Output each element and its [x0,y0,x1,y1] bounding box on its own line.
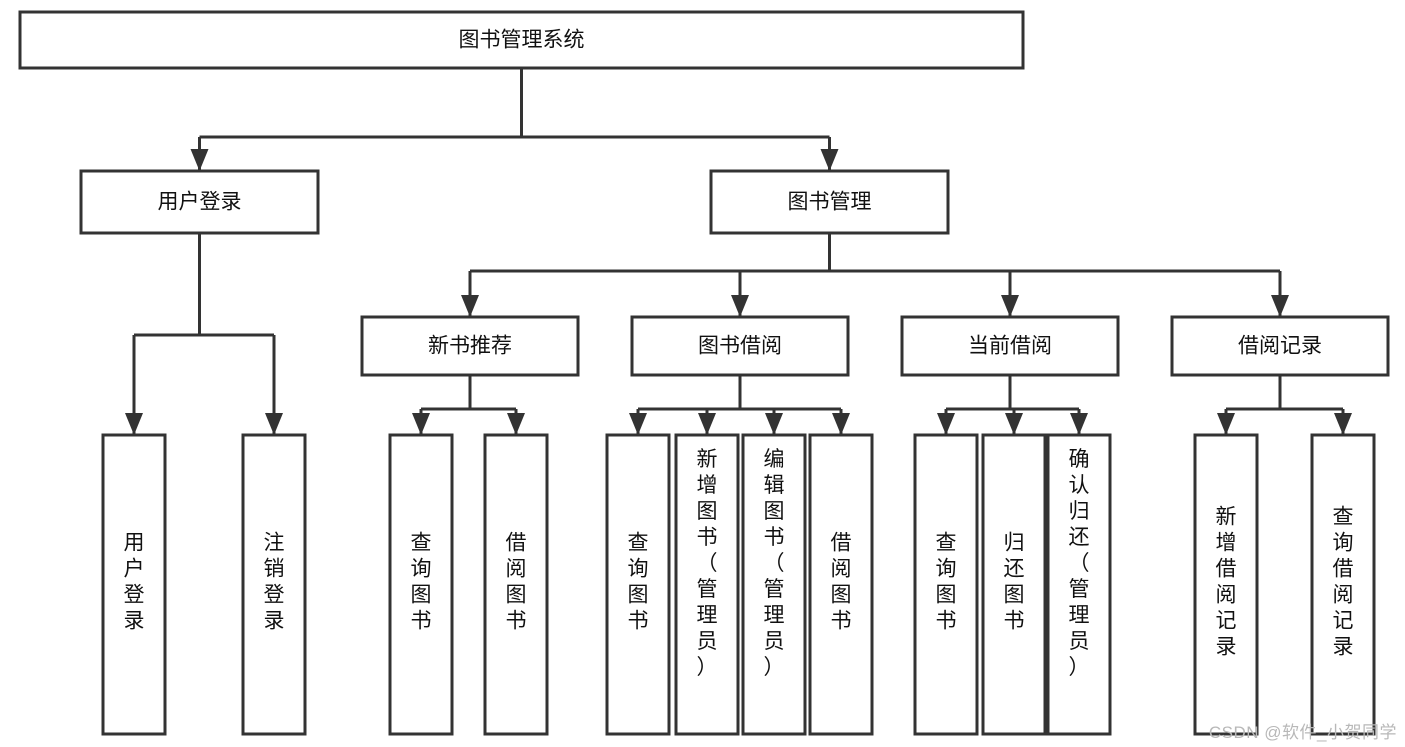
node-label-leaf-query-book-3: 查询图书 [936,532,957,633]
connectors-layer [125,68,1352,435]
node-label-new-book-recommend: 新书推荐 [428,335,512,358]
book-management-arrow-1 [731,295,749,317]
current-borrow-arrow-1 [1005,413,1023,435]
node-label-leaf-add-book-admin: 新增图书（管理员） [697,448,718,679]
node-label-leaf-query-book-1: 查询图书 [411,532,432,633]
current-borrow-arrow-2 [1070,413,1088,435]
node-leaf-edit-book-admin[interactable]: 编辑图书（管理员） [741,433,807,736]
node-box-book-borrow[interactable] [630,315,850,377]
node-box-current-borrow[interactable] [900,315,1120,377]
node-leaf-user-login[interactable]: 用户登录 [101,433,167,736]
book-borrow-arrow-0 [629,413,647,435]
node-box-leaf-query-borrow-record[interactable] [1310,433,1376,736]
node-label-leaf-edit-book-admin: 编辑图书（管理员） [764,448,785,679]
node-box-new-book-recommend[interactable] [360,315,580,377]
node-box-leaf-add-borrow-record[interactable] [1193,433,1259,736]
book-management-arrow-2 [1001,295,1019,317]
node-label-borrow-record: 借阅记录 [1238,335,1322,358]
node-borrow-record[interactable]: 借阅记录 [1170,315,1390,377]
node-box-book-management[interactable] [709,169,950,235]
book-borrow-arrow-3 [832,413,850,435]
node-new-book-recommend[interactable]: 新书推荐 [360,315,580,377]
book-borrow-arrow-1 [698,413,716,435]
node-leaf-add-book-admin[interactable]: 新增图书（管理员） [674,433,740,736]
node-box-leaf-confirm-return-admin[interactable] [1046,433,1112,736]
node-label-undefined: 图书管理系统 [459,29,585,52]
node-label-leaf-confirm-return-admin: 确认归还（管理员） [1069,448,1090,679]
node-leaf-query-book-3[interactable]: 查询图书 [913,433,979,736]
node-box-leaf-query-book-3[interactable] [913,433,979,736]
node-book-management[interactable]: 图书管理 [709,169,950,235]
borrow-record-arrow-0 [1217,413,1235,435]
node-box-leaf-logout[interactable] [241,433,307,736]
book-management-arrow-0 [461,295,479,317]
node-box-leaf-borrow-book-2[interactable] [808,433,874,736]
node-label-leaf-add-borrow-record: 新增借阅记录 [1216,506,1237,659]
node-label-book-borrow: 图书借阅 [698,335,782,358]
node-label-leaf-return-book: 归还图书 [1004,532,1025,633]
node-label-leaf-query-borrow-record: 查询借阅记录 [1333,506,1354,659]
node-box-user-login[interactable] [79,169,320,235]
node-leaf-add-borrow-record[interactable]: 新增借阅记录 [1193,433,1259,736]
user-login-arrow-0 [125,413,143,435]
node-box-undefined[interactable] [18,10,1025,70]
nodes-layer: 图书管理系统用户登录图书管理新书推荐图书借阅当前借阅借阅记录用户登录注销登录查询… [18,10,1390,736]
node-leaf-query-book-2[interactable]: 查询图书 [605,433,671,736]
node-box-leaf-borrow-book-1[interactable] [483,433,549,736]
node-box-leaf-query-book-2[interactable] [605,433,671,736]
node-label-leaf-query-book-2: 查询图书 [628,532,649,633]
root-arrow-0 [190,149,209,171]
node-current-borrow[interactable]: 当前借阅 [900,315,1120,377]
node-box-borrow-record[interactable] [1170,315,1390,377]
node-label-user-login: 用户登录 [158,191,242,214]
node-book-borrow[interactable]: 图书借阅 [630,315,850,377]
node-box-leaf-user-login[interactable] [101,433,167,736]
node-box-leaf-edit-book-admin[interactable] [741,433,807,736]
node-leaf-query-borrow-record[interactable]: 查询借阅记录 [1310,433,1376,736]
node-leaf-logout[interactable]: 注销登录 [241,433,307,736]
node-user-login[interactable]: 用户登录 [79,169,320,235]
root-arrow-1 [820,149,839,171]
node-label-leaf-borrow-book-2: 借阅图书 [831,532,852,633]
node-undefined[interactable]: 图书管理系统 [18,10,1025,70]
node-leaf-borrow-book-1[interactable]: 借阅图书 [483,433,549,736]
new-book-recommend-arrow-0 [412,413,430,435]
node-leaf-borrow-book-2[interactable]: 借阅图书 [808,433,874,736]
node-box-leaf-query-book-1[interactable] [388,433,454,736]
node-label-leaf-borrow-book-1: 借阅图书 [506,532,527,633]
node-label-current-borrow: 当前借阅 [968,335,1052,358]
node-label-book-management: 图书管理 [788,191,872,214]
watermark-label: CSDN @软件_小贺同学 [1208,723,1397,742]
node-leaf-return-book[interactable]: 归还图书 [981,433,1047,736]
node-box-leaf-return-book[interactable] [981,433,1047,736]
node-label-leaf-user-login: 用户登录 [124,532,145,633]
user-login-arrow-1 [265,413,283,435]
node-label-leaf-logout: 注销登录 [264,532,285,633]
node-box-leaf-add-book-admin[interactable] [674,433,740,736]
borrow-record-arrow-1 [1334,413,1352,435]
book-borrow-arrow-2 [765,413,783,435]
node-leaf-query-book-1[interactable]: 查询图书 [388,433,454,736]
book-management-arrow-3 [1271,295,1289,317]
new-book-recommend-arrow-1 [507,413,525,435]
current-borrow-arrow-0 [937,413,955,435]
node-leaf-confirm-return-admin[interactable]: 确认归还（管理员） [1046,433,1112,736]
